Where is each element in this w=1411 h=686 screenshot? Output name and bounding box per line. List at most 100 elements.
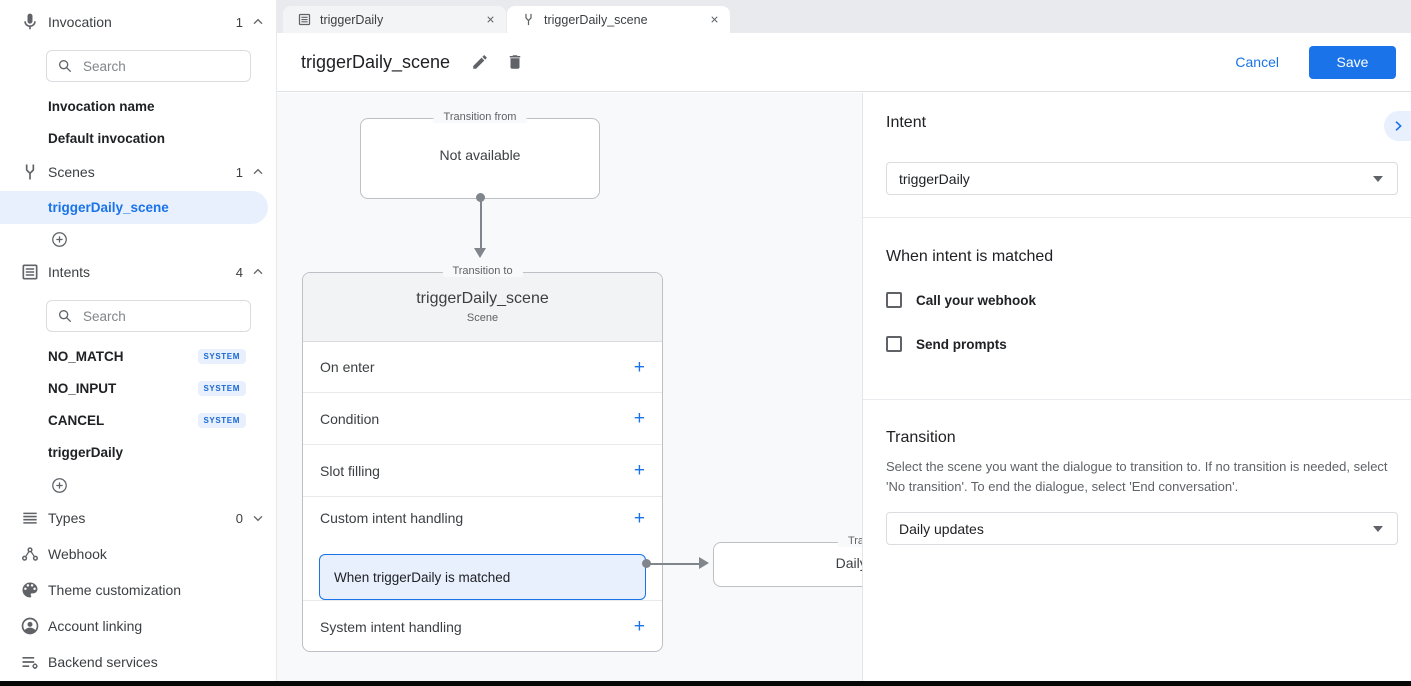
sidebar-item-triggerdaily[interactable]: triggerDaily (0, 442, 276, 462)
cancel-button[interactable]: Cancel (1235, 54, 1279, 70)
palette-icon (22, 582, 38, 598)
collapse-panel-button[interactable] (1384, 111, 1411, 141)
scene-diagram-canvas[interactable]: Transition from Not available Transition… (277, 93, 862, 681)
sidebar-section-intents[interactable]: Intents 4 (0, 258, 276, 286)
tab-triggerdaily[interactable]: triggerDaily (283, 6, 506, 33)
row-label: Condition (320, 410, 380, 427)
scene-node-title: triggerDaily_scene (416, 290, 549, 307)
link-label: Webhook (48, 546, 107, 562)
transition-from-value: Not available (439, 147, 521, 163)
sidebar-item-triggerdaily-scene[interactable]: triggerDaily_scene (0, 191, 268, 224)
delete-trash-icon[interactable] (506, 53, 524, 71)
sidebar-item-webhook[interactable]: Webhook (0, 540, 276, 568)
intents-search-input[interactable] (81, 307, 240, 325)
intent-tab-icon (298, 13, 311, 26)
transition-target-value: Daily updates (835, 555, 862, 571)
node-label: Transition from (433, 111, 527, 123)
add-on-enter-button[interactable]: + (633, 356, 645, 378)
section-count: 1 (235, 164, 243, 180)
section-count: 0 (235, 510, 243, 526)
sidebar-item-theme-customization[interactable]: Theme customization (0, 576, 276, 604)
chevron-up-icon[interactable] (250, 164, 266, 180)
sidebar-item-backend-services[interactable]: Backend services (0, 648, 276, 676)
intent-name: triggerDaily (48, 444, 124, 460)
sidebar-item-no-match[interactable]: NO_MATCH SYSTEM (0, 346, 276, 366)
search-icon (59, 310, 71, 322)
connector-dot (642, 559, 651, 568)
intent-handler-card[interactable]: When triggerDaily is matched (319, 554, 646, 600)
intent-name: NO_MATCH (48, 348, 124, 364)
tab-label: triggerDaily_scene (544, 12, 648, 27)
add-scene-icon[interactable] (50, 230, 69, 249)
page-title: triggerDaily_scene (301, 51, 451, 72)
invocation-search (46, 50, 251, 82)
tab-triggerdaily-scene[interactable]: triggerDaily_scene (507, 6, 730, 33)
transition-target-node[interactable]: Transition to Daily updates (713, 535, 862, 587)
edit-pencil-icon[interactable] (471, 53, 489, 71)
webhook-nodes-icon (21, 547, 38, 561)
checkbox-unchecked-icon[interactable] (886, 292, 902, 308)
when-matched-heading: When intent is matched (886, 248, 1054, 265)
link-label: Theme customization (48, 582, 182, 598)
sidebar-item-no-input[interactable]: NO_INPUT SYSTEM (0, 378, 276, 398)
add-slot-button[interactable]: + (633, 460, 645, 481)
chevron-down-icon[interactable] (250, 510, 266, 526)
sidebar-item-cancel[interactable]: CANCEL SYSTEM (0, 410, 276, 430)
node-label: Transition to (837, 535, 862, 547)
section-label: Scenes (48, 164, 95, 180)
send-prompts-checkbox-row[interactable]: Send prompts (886, 334, 1007, 354)
scene-node-subtitle: Scene (466, 312, 499, 324)
sidebar-section-invocation[interactable]: Invocation 1 (0, 8, 276, 36)
scene-row-condition: Condition + (303, 393, 662, 445)
sidebar-item-invocation-name[interactable]: Invocation name (48, 99, 155, 114)
connector-dot (476, 193, 485, 202)
search-icon (59, 60, 71, 72)
close-icon[interactable] (485, 14, 496, 25)
section-count: 4 (235, 264, 243, 280)
sidebar-section-scenes[interactable]: Scenes 1 (0, 158, 276, 186)
close-icon[interactable] (709, 14, 720, 25)
sidebar-item-account-linking[interactable]: Account linking (0, 612, 276, 640)
intent-select[interactable]: triggerDaily (886, 162, 1398, 195)
node-label: Transition to (442, 265, 523, 277)
call-webhook-checkbox-row[interactable]: Call your webhook (886, 290, 1036, 310)
transition-from-node[interactable]: Transition from Not available (360, 111, 600, 199)
connector-arrowhead (699, 557, 709, 569)
add-condition-button[interactable]: + (633, 408, 645, 429)
panel-divider (863, 399, 1411, 400)
transition-heading: Transition (886, 429, 956, 446)
intents-search (46, 300, 251, 332)
intent-heading: Intent (886, 114, 927, 131)
add-custom-intent-button[interactable]: + (633, 507, 645, 529)
chevron-up-icon[interactable] (250, 264, 266, 280)
save-button[interactable]: Save (1309, 45, 1396, 79)
dropdown-caret-icon (1373, 175, 1383, 182)
scene-row-custom-intent-handling: Custom intent handling + When triggerDai… (303, 497, 662, 601)
transition-select[interactable]: Daily updates (886, 512, 1398, 545)
types-lines-icon (23, 512, 37, 524)
link-label: Backend services (48, 654, 158, 670)
chevron-right-icon (1394, 121, 1402, 131)
system-badge: SYSTEM (197, 380, 246, 396)
scene-row-on-enter: On enter + (303, 342, 662, 393)
add-system-intent-button[interactable]: + (633, 616, 645, 637)
chevron-up-icon[interactable] (250, 14, 266, 30)
scene-node[interactable]: Transition to triggerDaily_scene Scene O… (302, 265, 663, 652)
system-badge: SYSTEM (197, 348, 246, 364)
link-label: Account linking (48, 618, 143, 634)
sidebar-item-default-invocation[interactable]: Default invocation (48, 131, 166, 146)
transition-select-value: Daily updates (899, 520, 984, 537)
section-label: Invocation (48, 14, 112, 30)
section-label: Intents (48, 264, 91, 280)
scene-editor-header: triggerDaily_scene Cancel Save (277, 33, 1411, 92)
dropdown-caret-icon (1373, 525, 1383, 532)
scene-row-system-intent-handling: System intent handling + (303, 601, 662, 652)
intent-name: CANCEL (48, 412, 105, 428)
checkbox-unchecked-icon[interactable] (886, 336, 902, 352)
sidebar-section-types[interactable]: Types 0 (0, 504, 276, 532)
invocation-search-input[interactable] (81, 57, 240, 75)
tab-label: triggerDaily (320, 12, 384, 27)
add-intent-icon[interactable] (50, 476, 69, 495)
row-label: On enter (320, 359, 375, 375)
